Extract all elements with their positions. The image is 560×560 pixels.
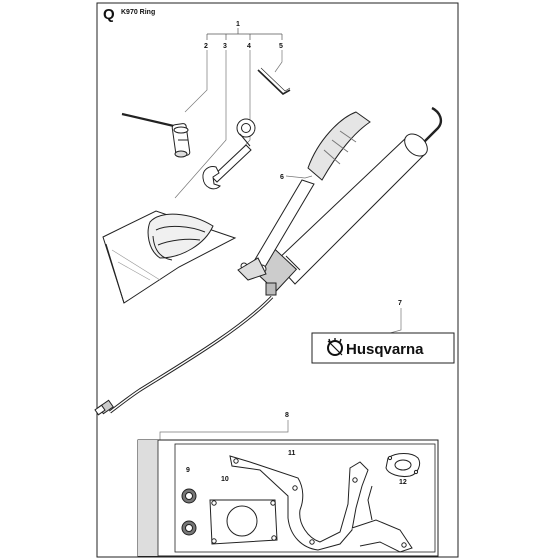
callout-8: 8 (285, 412, 289, 419)
callout-5: 5 (279, 43, 283, 50)
combination-wrench (202, 118, 256, 190)
gasket-kit (137, 439, 439, 557)
callout-labels: 1 2 3 4 5 6 7 8 9 10 11 12 (186, 21, 407, 486)
callout-11: 11 (288, 450, 296, 457)
grease-gun (94, 106, 443, 416)
callout-3: 3 (223, 43, 227, 50)
callout-7: 7 (398, 300, 402, 307)
crankcase-gasket (229, 455, 413, 553)
callout-1: 1 (236, 21, 240, 28)
grease-tube: Husqvarna (311, 332, 455, 364)
section-title: K970 Ring (121, 9, 156, 16)
seal-ring-lower (181, 520, 197, 536)
seal-ring-upper (181, 488, 197, 504)
callout-4: 4 (247, 43, 251, 50)
callout-1-bracket (206, 28, 283, 40)
cylinder-gasket (209, 499, 278, 545)
callout-2: 2 (204, 43, 208, 50)
husqvarna-logo (327, 338, 343, 356)
brand-name: Husqvarna (346, 341, 424, 358)
t-wrench (121, 112, 191, 158)
section-letter: Q (103, 6, 115, 23)
callout-10: 10 (221, 476, 229, 483)
tool-bag (102, 210, 237, 304)
callout-12: 12 (399, 479, 407, 486)
callout-6: 6 (280, 174, 284, 181)
intake-gasket (385, 453, 421, 477)
page-border (96, 2, 459, 558)
hex-key (257, 67, 291, 95)
callout-9: 9 (186, 467, 190, 474)
